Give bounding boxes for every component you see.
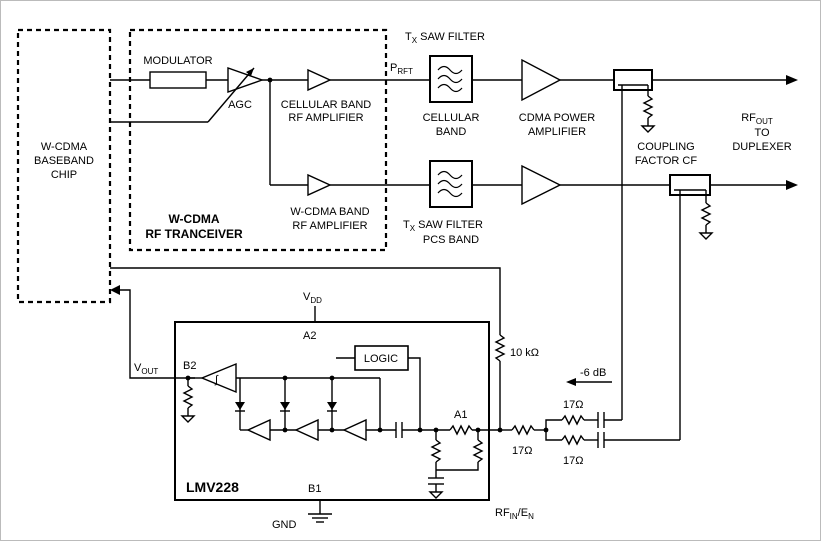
chip-name: LMV228 [186, 479, 239, 495]
resistor-17-mid [511, 424, 535, 436]
termination-resistor-top [642, 95, 654, 119]
pin-b2-label: B2 [183, 360, 196, 372]
saw-filter-top-waves [437, 65, 463, 93]
wire-att-bottom [545, 430, 562, 441]
resistor-input-series [449, 424, 473, 436]
rfout-label: RFOUT [741, 112, 773, 126]
saw-top-label-2: BAND [436, 126, 467, 138]
resistor-vout-load [182, 385, 194, 409]
pa-label-1: CDMA POWER [519, 112, 595, 124]
ground-bypass [428, 491, 444, 499]
saw-top-title: TX SAW FILTER [405, 31, 485, 45]
modulator-label: MODULATOR [143, 55, 212, 67]
att-arrowhead [566, 378, 576, 386]
diode-2 [280, 402, 290, 410]
rf-transceiver-block [128, 28, 388, 252]
cdma-power-amplifier-top [521, 58, 562, 102]
r17-bottom-label: 17Ω [563, 455, 583, 467]
saw-bottom-title: TX SAW FILTER [403, 219, 483, 233]
coupling-label-1: COUPLING [637, 141, 694, 153]
ground-vout-load [180, 415, 196, 423]
resistor-input-term [430, 439, 442, 463]
junction-logic [417, 427, 423, 433]
resistor-17-top [561, 414, 585, 426]
diode-3 [327, 402, 337, 410]
wcdma-band-rf-amplifier [307, 173, 332, 197]
rfout-label-2: TO [754, 127, 770, 139]
baseband-label-3: CHIP [51, 169, 77, 181]
baseband-chip-block [16, 28, 112, 304]
prft-label: PRFT [390, 62, 413, 76]
wire-shunt-return [436, 462, 479, 471]
vout-label: VOUT [134, 362, 158, 376]
junction-chain-1 [282, 427, 288, 433]
junction-chain-3 [377, 427, 383, 433]
wcdma-amp-label-2: RF AMPLIFIER [292, 220, 367, 232]
rfin-label: RFIN/EN [495, 507, 534, 521]
coupling-label-2: FACTOR CF [635, 155, 697, 167]
saw-filter-cellular [429, 55, 473, 103]
wire-vout [118, 289, 195, 379]
ground-term-bottom [698, 232, 714, 240]
r17-top-label: 17Ω [563, 399, 583, 411]
wire-logic-enable [408, 357, 421, 430]
wire-enable-line [110, 267, 501, 335]
saw-bottom-label: PCS BAND [423, 234, 479, 246]
wire-agc-arrow [207, 67, 255, 123]
saw-filter-bottom-waves [437, 170, 463, 198]
r17-mid-label: 17Ω [512, 445, 532, 457]
agc-label: AGC [228, 99, 252, 111]
wcdma-amp-label-1: W-CDMA BAND [290, 206, 369, 218]
agc-amplifier [227, 67, 265, 93]
directional-coupler-top [613, 69, 653, 91]
pin-a1-label: A1 [454, 409, 467, 421]
agc-arrowhead [246, 68, 254, 76]
termination-resistor-bottom [700, 202, 712, 226]
pa-label-2: AMPLIFIER [528, 126, 586, 138]
r10k-label: 10 kΩ [510, 347, 539, 359]
pin-a2-label: A2 [303, 330, 316, 342]
modulator-block [149, 71, 207, 89]
cellular-band-rf-amplifier [307, 68, 332, 92]
saw-top-label-1: CELLULAR [423, 112, 480, 124]
saw-filter-pcs [429, 160, 473, 208]
baseband-label-2: BASEBAND [34, 155, 94, 167]
junction-chain-2 [329, 427, 335, 433]
diode-1 [235, 402, 245, 410]
resistor-shunt [472, 439, 484, 463]
vdd-label: VDD [303, 291, 322, 305]
cell-amp-label-1: CELLULAR BAND [281, 99, 372, 111]
logic-label: LOGIC [364, 353, 398, 365]
baseband-label-1: W-CDMA [41, 141, 88, 153]
cdma-power-amplifier-bottom [521, 164, 562, 206]
directional-coupler-bottom [669, 174, 711, 196]
resistor-17-bottom [561, 434, 585, 446]
gnd-label: GND [272, 519, 297, 531]
integrator-symbol: ∫ [214, 374, 219, 386]
pin-b1-label: B1 [308, 483, 321, 495]
resistor-10k [494, 334, 506, 362]
cell-amp-label-2: RF AMPLIFIER [288, 112, 363, 124]
arrow-rfout-top [786, 75, 798, 85]
transceiver-label-1: W-CDMA [168, 212, 219, 226]
transceiver-label-2: RF TRANCEIVER [145, 227, 243, 241]
wire-att-top [545, 419, 562, 430]
rfout-label-3: DUPLEXER [732, 141, 791, 153]
att-label: -6 dB [580, 367, 606, 379]
arrow-rfout-bottom [786, 180, 798, 190]
ground-term-top [640, 125, 656, 133]
arrow-vout [110, 285, 120, 295]
